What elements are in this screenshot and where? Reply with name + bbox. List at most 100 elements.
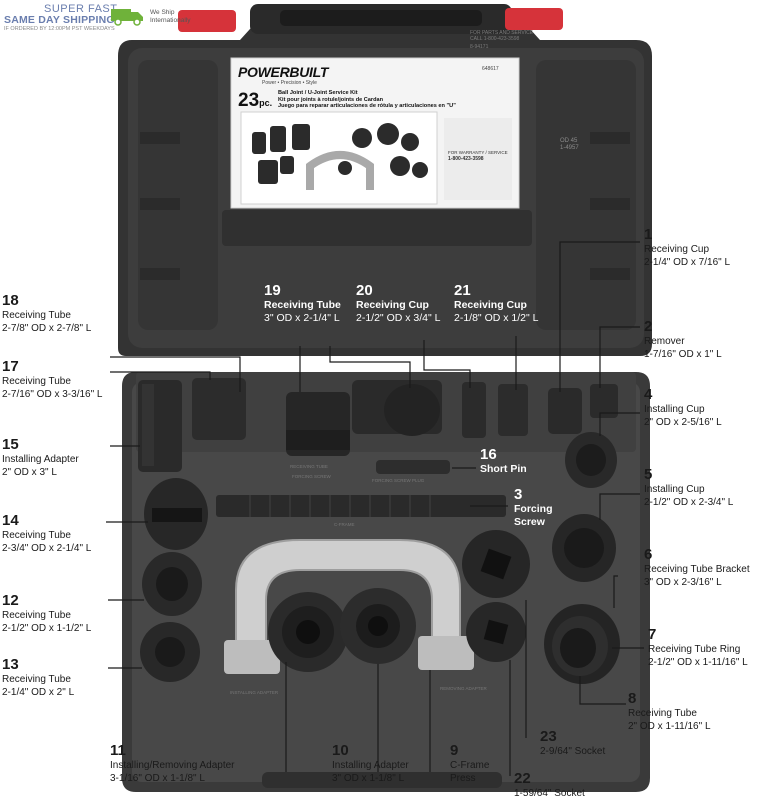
warranty-phone: 1-800-423-3598 [448, 156, 484, 162]
label-8-number: 8 [628, 690, 637, 707]
label-10-name: Installing Adapter [332, 760, 409, 771]
label-11-size: 3-1/16" OD x 1-1/8" L [110, 773, 205, 784]
label-22-name: 1-59/64" Socket [514, 788, 585, 799]
label-4: 4 Installing Cup 2" OD x 2-5/16" L [644, 386, 722, 429]
remover-2 [590, 384, 618, 418]
label-6: 6 Receiving Tube Bracket 3" OD x 2-3/16"… [644, 546, 750, 589]
label-10: 10 Installing Adapter 3" OD x 1-1/8" L [332, 742, 409, 785]
label-7: 7 Receiving Tube Ring 2-1/2" OD x 1-11/1… [648, 626, 748, 669]
short-pin-16 [376, 460, 450, 474]
brand-name: POWERBUILT [238, 64, 329, 80]
kit-title-en: Ball Joint / U-Joint Service Kit [278, 90, 358, 96]
label-11: 11 Installing/Removing Adapter 3-1/16" O… [110, 742, 235, 785]
label-6-size: 3" OD x 2-3/16" L [644, 577, 722, 588]
label-10-size: 3" OD x 1-1/8" L [332, 773, 405, 784]
piece-count-number: 23 [238, 90, 260, 111]
label-3-number: 3 [514, 486, 523, 503]
lid-parts-line-2: CALL 1-800-423-3598 [470, 36, 520, 42]
label-4-size: 2" OD x 2-5/16" L [644, 417, 722, 428]
label-5-size: 2-1/2" OD x 2-3/4" L [644, 497, 734, 508]
shipping-promo: SUPER FAST SAME DAY SHIPPING IF ORDERED … [4, 2, 204, 32]
label-9-number: 9 [450, 742, 459, 759]
label-17: 17 Receiving Tube 2-7/16" OD x 3-3/16" L [2, 358, 102, 401]
label-16-number: 16 [480, 446, 497, 463]
label-5: 5 Installing Cup 2-1/2" OD x 2-3/4" L [644, 466, 733, 509]
cup-1 [548, 388, 582, 434]
label-16: 16 Short Pin [480, 446, 527, 476]
label-7-number: 7 [648, 626, 657, 643]
lid-parts-text: FOR PARTS AND SERVICE CALL 1-800-423-359… [470, 30, 533, 42]
label-4-number: 4 [644, 386, 653, 403]
label-15-name: Installing Adapter [2, 454, 79, 465]
label-1: 1 Receiving Cup 2-1/4" OD x 7/16" L [644, 226, 730, 269]
label-18-name: Receiving Tube [2, 310, 71, 321]
lid-part-number: 8-94171 [470, 44, 489, 50]
card-warranty: FOR WARRANTY / SERVICE 1-800-423-3598 [448, 150, 508, 162]
molded-forcing-screw-plug: FORCING SCREW PLUG [372, 478, 425, 483]
label-9-size: Press [450, 773, 476, 784]
label-14-number: 14 [2, 512, 19, 529]
ship-intl-line-1: We Ship [150, 9, 175, 16]
warranty-label: FOR WARRANTY / SERVICE [448, 150, 508, 155]
label-1-number: 1 [644, 226, 653, 243]
label-7-name: Receiving Tube Ring [648, 644, 741, 655]
card-model: 648617 [482, 66, 499, 72]
lid-parts-line-1: FOR PARTS AND SERVICE [470, 30, 534, 36]
lid-side-2: 1-4957 [560, 145, 579, 151]
label-5-number: 5 [644, 466, 653, 483]
latch-right [505, 8, 563, 30]
molded-c-frame: C-FRAME [334, 522, 355, 527]
label-11-name: Installing/Removing Adapter [110, 760, 235, 771]
label-8: 8 Receiving Tube 2" OD x 1-11/16" L [628, 690, 711, 733]
label-4-name: Installing Cup [644, 404, 705, 415]
label-23: 23 2-9/64" Socket [540, 728, 605, 758]
label-21-name: Receiving Cup [454, 299, 527, 311]
label-12-size: 2-1/2" OD x 1-1/2" L [2, 623, 92, 634]
kit-titles: Ball Joint / U-Joint Service Kit Kit pou… [278, 90, 456, 110]
label-21-number: 21 [454, 282, 471, 299]
label-20: 20 Receiving Cup 2-1/2" OD x 3/4" L [356, 282, 441, 325]
label-14-name: Receiving Tube [2, 530, 71, 541]
lid-side-1: OD 45 [560, 138, 578, 144]
label-19: 19 Receiving Tube 3" OD x 2-1/4" L [264, 282, 341, 325]
forcing-screw-3 [216, 495, 506, 517]
tray [132, 382, 640, 782]
delivery-truck-icon [111, 9, 143, 26]
cup-21 [498, 384, 528, 436]
label-9-name: C-Frame [450, 760, 490, 771]
label-6-number: 6 [644, 546, 653, 563]
label-14-size: 2-3/4" OD x 2-1/4" L [2, 543, 92, 554]
label-17-name: Receiving Tube [2, 376, 71, 387]
label-18: 18 Receiving Tube 2-7/8" OD x 2-7/8" L [2, 292, 91, 335]
label-12: 12 Receiving Tube 2-1/2" OD x 1-1/2" L [2, 592, 91, 635]
tube-8 [560, 628, 596, 668]
latch-left [178, 10, 236, 32]
label-19-name: Receiving Tube [264, 299, 341, 311]
cup-20 [462, 382, 486, 438]
label-13-number: 13 [2, 656, 19, 673]
label-15: 15 Installing Adapter 2" OD x 3" L [2, 436, 79, 479]
label-3-size: Screw [514, 516, 545, 528]
label-17-size: 2-7/16" OD x 3-3/16" L [2, 389, 103, 400]
label-12-number: 12 [2, 592, 19, 609]
label-13-name: Receiving Tube [2, 674, 71, 685]
label-21-size: 2-1/8" OD x 1/2" L [454, 312, 539, 324]
label-9: 9 C-Frame Press [450, 742, 489, 785]
molded-forcing-screw: FORCING SCREW [292, 474, 331, 479]
label-22: 22 1-59/64" Socket [514, 770, 585, 800]
label-20-number: 20 [356, 282, 373, 299]
piece-count-unit: pc. [259, 98, 273, 108]
label-21: 21 Receiving Cup 2-1/8" OD x 1/2" L [454, 282, 539, 325]
promo-line-3: IF ORDERED BY 12:00PM PST WEEKDAYS [4, 26, 115, 32]
molded-removing-adapter: REMOVING ADAPTER [440, 686, 487, 691]
promo-line-2: SAME DAY SHIPPING [4, 14, 115, 26]
label-11-number: 11 [110, 742, 126, 759]
label-20-name: Receiving Cup [356, 299, 429, 311]
label-1-name: Receiving Cup [644, 244, 710, 255]
label-3: 3 Forcing Screw [514, 486, 553, 529]
ship-international: We Ship Internationally [150, 9, 190, 25]
ship-intl-line-2: Internationally [150, 17, 191, 24]
molded-receiving-tube: RECEIVING TUBE [290, 464, 328, 469]
label-13-size: 2-1/4" OD x 2" L [2, 687, 75, 698]
